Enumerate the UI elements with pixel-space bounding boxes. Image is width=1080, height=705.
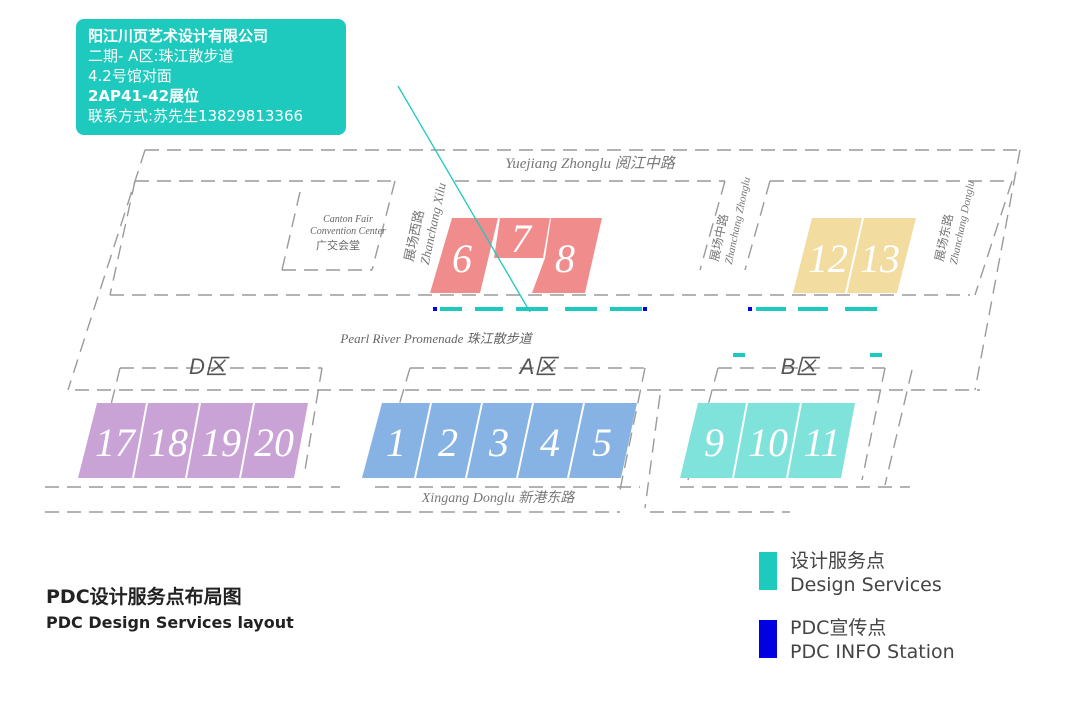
callout-contact: 联系方式:苏先生13829813366 [88, 107, 304, 125]
hall-2[interactable] [416, 403, 481, 478]
design-service-marker[interactable] [440, 307, 462, 311]
hall-label-11: 11 [803, 420, 840, 465]
design-service-marker[interactable] [845, 307, 877, 311]
design-service-marker[interactable] [516, 307, 548, 311]
road-label-zhanchang-donglu: 展场东路 Zhanchang Donglu [931, 179, 977, 265]
hall-18[interactable] [134, 403, 199, 478]
hall-17[interactable] [78, 403, 146, 478]
hall-group-teal: 9 10 11 [680, 403, 855, 478]
hall-label-9: 9 [704, 420, 724, 465]
landmark-line3: 广交会堂 [316, 238, 360, 252]
design-service-marker[interactable] [733, 353, 745, 357]
legend-design-services-en: Design Services [790, 574, 942, 596]
hall-9[interactable] [680, 403, 746, 478]
pdc-info-marker[interactable] [433, 307, 437, 311]
hall-group-blue: 1 2 3 4 5 [362, 403, 637, 478]
callout-hall: 4.2号馆对面 [88, 67, 172, 85]
hall-11[interactable] [788, 403, 855, 478]
hall-3[interactable] [467, 403, 532, 478]
hall-label-4: 4 [540, 420, 560, 465]
legend-design-services-cn: 设计服务点 [790, 550, 886, 572]
legend-pdc-info-swatch [759, 620, 777, 658]
design-service-marker[interactable] [756, 307, 786, 311]
booth-callout: 阳江川页艺术设计有限公司 二期- A区:珠江散步道 4.2号馆对面 2AP41-… [76, 19, 346, 135]
zone-label-a: A区 [518, 354, 560, 379]
hall-label-19: 19 [201, 420, 241, 465]
hall-5[interactable] [569, 403, 637, 478]
hall-label-7: 7 [511, 216, 533, 261]
hall-label-12: 12 [808, 236, 848, 281]
hall-10[interactable] [734, 403, 800, 478]
legend-subtitle: PDC Design Services layout [46, 613, 294, 632]
zone-label-d: D区 [189, 354, 230, 379]
hall-group-purple: 17 18 19 20 [78, 403, 308, 478]
hall-12[interactable] [793, 218, 862, 293]
hall-1[interactable] [362, 403, 430, 478]
legend-pdc-info-cn: PDC宣传点 [790, 617, 887, 639]
hall-label-13: 13 [860, 236, 900, 281]
road-label-zhanchang-zhonglu: 展场中路 Zhanchang Zhonglu [706, 176, 753, 266]
legend-design-services-swatch [759, 552, 777, 590]
hall-label-10: 10 [748, 420, 788, 465]
hall-group-yellow: 12 13 [793, 218, 916, 293]
hall-label-3: 3 [488, 420, 509, 465]
legend-design-services-label: 设计服务点 Design Services [790, 549, 942, 597]
road-label-xingang: Xingang Donglu 新港东路 [421, 490, 575, 506]
hall-label-6: 6 [452, 236, 472, 281]
hall-6[interactable] [430, 218, 498, 293]
design-service-marker[interactable] [565, 307, 597, 311]
hall-4[interactable] [518, 403, 583, 478]
hall-label-1: 1 [386, 420, 406, 465]
hall-20[interactable] [241, 403, 308, 478]
hall-label-17: 17 [95, 420, 137, 465]
hall-13[interactable] [847, 218, 916, 293]
design-service-marker[interactable] [870, 353, 882, 357]
pdc-info-marker[interactable] [643, 307, 647, 311]
callout-pointer-line [397, 85, 531, 313]
hall-7[interactable] [494, 218, 550, 258]
hall-label-18: 18 [148, 420, 188, 465]
hall-label-2: 2 [438, 420, 458, 465]
legend-pdc-info-en: PDC INFO Station [790, 641, 955, 663]
road-label-yuejiang: Yuejiang Zhonglu 阅江中路 [505, 155, 676, 172]
legend-pdc-info-label: PDC宣传点 PDC INFO Station [790, 616, 955, 664]
design-service-marker[interactable] [475, 307, 503, 311]
hall-label-5: 5 [592, 420, 612, 465]
landmark-line2: Convention Center [310, 226, 386, 237]
hall-label-8: 8 [555, 236, 575, 281]
callout-booth: 2AP41-42展位 [88, 87, 200, 105]
road-label-pearl-river: Pearl River Promenade 珠江散步道 [339, 331, 533, 346]
hall-group-red: 6 7 8 [430, 216, 602, 293]
hall-8[interactable] [532, 218, 602, 293]
design-service-marker[interactable] [610, 307, 642, 311]
hall-label-20: 20 [254, 420, 294, 465]
hall-19[interactable] [187, 403, 253, 478]
pdc-info-marker[interactable] [748, 307, 752, 311]
zone-label-b: B区 [781, 354, 821, 379]
callout-location: 二期- A区:珠江散步道 [88, 47, 234, 65]
landmark-line1: Canton Fair [323, 214, 373, 225]
landmark-convention-center: Canton Fair Convention Center 广交会堂 [310, 214, 386, 252]
service-point-markers [433, 307, 882, 357]
legend-title: PDC设计服务点布局图 [46, 586, 242, 608]
callout-company: 阳江川页艺术设计有限公司 [88, 27, 269, 45]
design-service-marker[interactable] [798, 307, 828, 311]
